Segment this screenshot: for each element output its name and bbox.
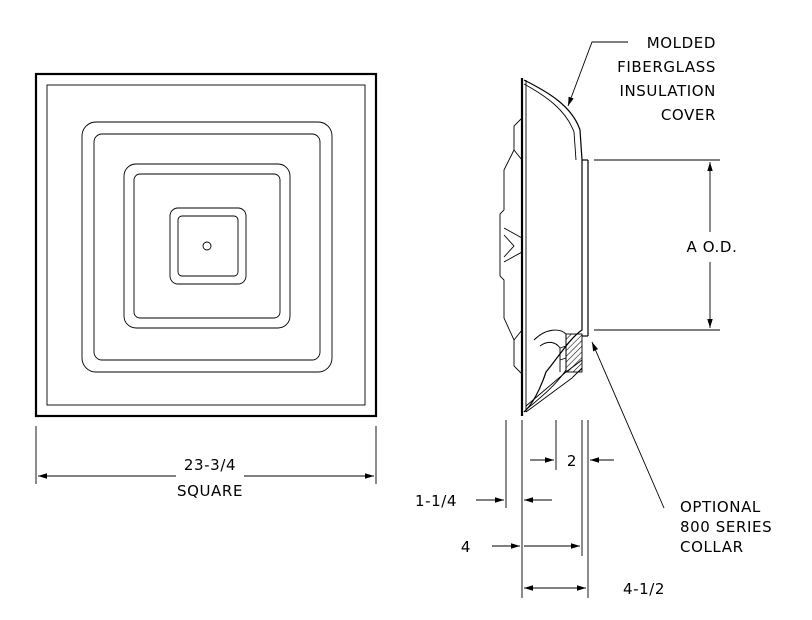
cone-ring-1-inner bbox=[93, 133, 321, 361]
dim-4-1-2: 4-1/2 bbox=[524, 580, 665, 598]
cone-ring-3-inner bbox=[177, 215, 239, 277]
cone-ring-1 bbox=[81, 121, 333, 373]
dim-2-label: 2 bbox=[567, 452, 577, 470]
width-dimension-label: 23-3/4 bbox=[184, 456, 236, 474]
cone-ring-2 bbox=[123, 163, 291, 329]
collar-label-line1: OPTIONAL bbox=[680, 498, 761, 516]
center-hole bbox=[202, 241, 212, 251]
dim-1-1-4-label: 1-1/4 bbox=[415, 492, 457, 510]
cover-label-line3: INSULATION bbox=[619, 82, 716, 100]
dim-4-label: 4 bbox=[461, 538, 471, 556]
od-dimension: A O.D. bbox=[594, 159, 738, 331]
outer-frame bbox=[34, 72, 378, 418]
cover-label-line4: COVER bbox=[661, 106, 716, 124]
extension-lines bbox=[505, 420, 589, 598]
collar-hatch bbox=[565, 333, 583, 373]
dim-4: 4 bbox=[461, 538, 580, 556]
cover-label-line1: MOLDED bbox=[647, 34, 716, 52]
cone-ring-2-inner bbox=[133, 173, 281, 319]
side-view bbox=[499, 78, 589, 416]
dim-2: 2 bbox=[530, 452, 614, 470]
collar-label-line2: 800 SERIES bbox=[680, 518, 772, 536]
width-dimension: 23-3/4 SQUARE bbox=[35, 426, 377, 500]
collar-leader: OPTIONAL 800 SERIES COLLAR bbox=[591, 341, 772, 556]
collar-label-line3: COLLAR bbox=[680, 538, 744, 556]
front-view bbox=[34, 72, 378, 418]
od-dimension-label: A O.D. bbox=[687, 238, 738, 256]
width-note-label: SQUARE bbox=[177, 482, 243, 500]
cover-label-line2: FIBERGLASS bbox=[617, 58, 716, 76]
cover-leader: MOLDED FIBERGLASS INSULATION COVER bbox=[567, 34, 716, 124]
dim-1-1-4: 1-1/4 bbox=[415, 492, 552, 510]
inner-frame bbox=[46, 84, 366, 406]
dim-4-1-2-label: 4-1/2 bbox=[623, 580, 665, 598]
cone-ring-3 bbox=[169, 207, 247, 285]
